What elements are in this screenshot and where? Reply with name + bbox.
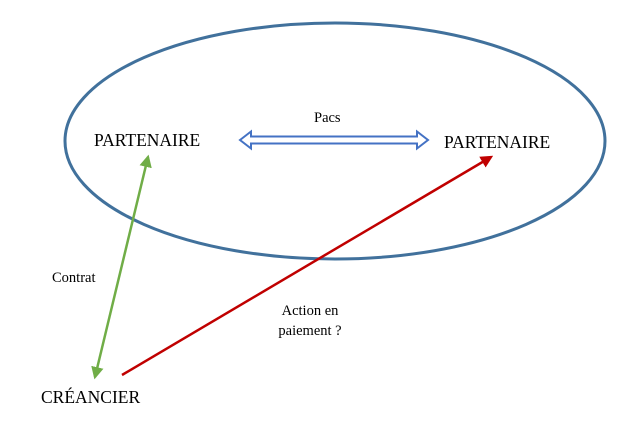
couple-ellipse <box>63 21 607 261</box>
partner-right-label: PARTENAIRE <box>444 132 551 152</box>
contract-label: Contrat <box>52 270 96 286</box>
action-label: Action en paiement ? <box>268 302 352 341</box>
action-arrow <box>121 155 494 377</box>
contract-arrow <box>91 154 152 380</box>
action-label-line-1: Action en <box>281 303 339 319</box>
creditor-label: CRÉANCIER <box>41 387 141 407</box>
pacs-double-arrow <box>238 129 430 151</box>
partner-left-label: PARTENAIRE <box>94 130 201 150</box>
pacs-label: Pacs <box>314 110 341 126</box>
action-label-line-2: paiement ? <box>278 322 342 339</box>
